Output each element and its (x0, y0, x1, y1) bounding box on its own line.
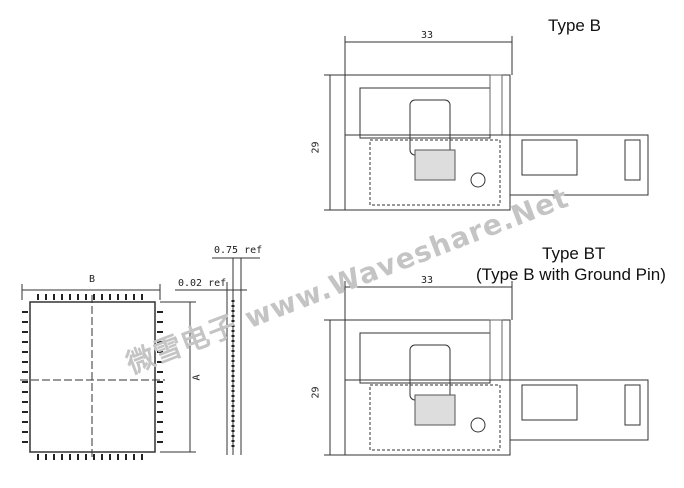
type-bt-width-dim: 33 (421, 275, 434, 286)
type-b-width-dim: 33 (421, 30, 434, 41)
type-bt-title: Type BT (542, 244, 606, 263)
offset-ref: 0.02 ref (178, 278, 227, 289)
chip-dim-a: A (191, 374, 203, 381)
type-b-socket (324, 36, 649, 211)
type-bt-subtitle: (Type B with Ground Pin) (476, 265, 666, 284)
type-b-height-dim: 29 (310, 141, 322, 154)
chip-top-view (20, 284, 196, 460)
thickness-ref: 0.75 ref (214, 245, 263, 256)
type-b-title: Type B (548, 16, 601, 35)
type-bt-socket (324, 281, 649, 456)
type-bt-height-dim: 29 (310, 386, 322, 399)
chip-dim-b: B (89, 274, 96, 285)
chip-side-view (175, 257, 260, 455)
